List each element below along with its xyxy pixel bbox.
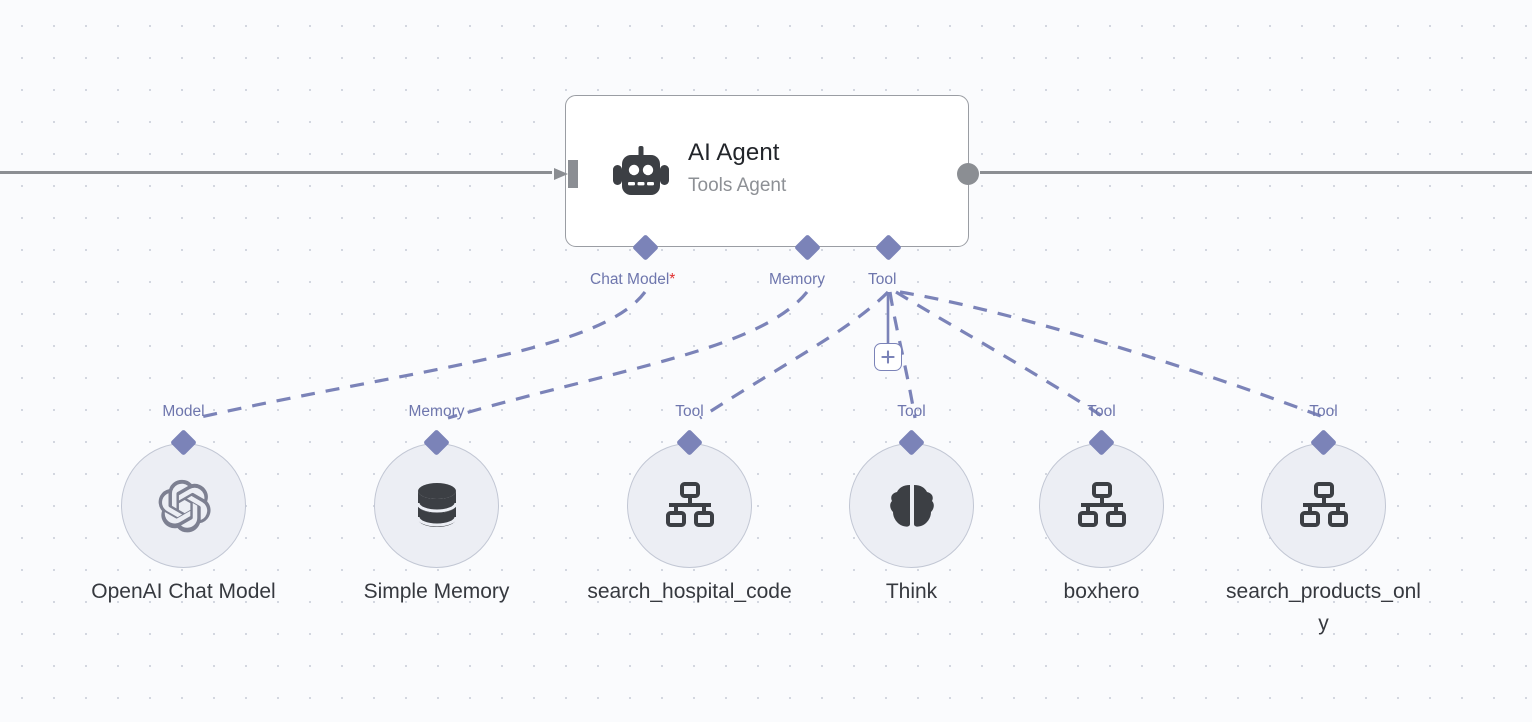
agent-subtitle: Tools Agent [688,175,787,196]
port-diamond-icon [1310,429,1337,456]
subnode-name-label: boxhero [1063,580,1140,603]
subnode-port-label: Tool [897,403,926,420]
subnode-circle[interactable] [1039,443,1164,568]
port-chat-model[interactable] [631,234,659,261]
edge-memory-simplememory [447,290,809,420]
subnode-port-diamond[interactable] [170,429,197,456]
subnode-circle[interactable] [849,443,974,568]
subnode-port-diamond[interactable] [898,429,925,456]
ai-agent-node[interactable]: AI Agent Tools Agent [554,95,979,247]
required-asterisk: * [669,271,676,288]
sitemap-icon [1077,481,1126,527]
database-icon [416,482,457,527]
port-label-tool: Tool [868,271,897,288]
subnode-name-label: search_products_only [1226,580,1421,635]
input-arrow-icon[interactable] [554,160,578,188]
subnode-circle[interactable] [374,443,499,568]
port-memory[interactable] [793,234,821,261]
subnode-port-label: Tool [1309,403,1338,420]
subnode-port-diamond[interactable] [676,429,703,456]
subnode-name-label: Simple Memory [363,580,510,603]
edge-chatmodel-openai [195,291,647,420]
port-diamond-icon [874,234,902,261]
subnode-port-diamond[interactable] [1310,429,1337,456]
port-label-memory: Memory [769,271,825,288]
subnode-circle[interactable] [1261,443,1386,568]
subnode-port-diamond[interactable] [1088,429,1115,456]
edge-tool-boxhero [895,290,1106,420]
port-diamond-icon [631,234,659,261]
subnode-port-diamond[interactable] [423,429,450,456]
subnode-circle[interactable] [627,443,752,568]
sitemap-icon [1299,481,1348,527]
plus-icon [881,350,895,364]
subnode-port-label: Model [162,403,205,420]
port-diamond-icon [423,429,450,456]
add-tool-button[interactable] [874,343,902,371]
subnode-name-label: OpenAI Chat Model [91,580,276,603]
port-diamond-icon [676,429,703,456]
output-dot-icon[interactable] [954,160,982,188]
subnode-port-label: Memory [408,403,465,420]
robot-icon [613,146,669,195]
brain-icon [889,484,934,527]
port-diamond-icon [1088,429,1115,456]
port-diamond-icon [170,429,197,456]
port-label-text: Chat Model [590,271,670,288]
sitemap-icon [665,481,714,527]
edge-tool-searchhospitalcode [699,290,890,420]
openai-logo-icon [158,479,211,532]
subnode-port-label: Tool [675,403,704,420]
port-diamond-icon [898,429,925,456]
port-label-chat-model: Chat Model* [590,271,675,289]
agent-title: AI Agent [688,139,780,166]
agent-text-block: AI Agent Tools Agent [688,138,948,199]
subnode-name-label: Think [885,580,938,603]
port-diamond-icon [793,234,821,261]
edge-tool-searchproductsonly [899,290,1327,420]
subnode-circle[interactable] [121,443,246,568]
subnode-port-label: Tool [1087,403,1116,420]
subnode-name-label: search_hospital_code [587,580,792,603]
port-tool[interactable] [874,234,902,261]
